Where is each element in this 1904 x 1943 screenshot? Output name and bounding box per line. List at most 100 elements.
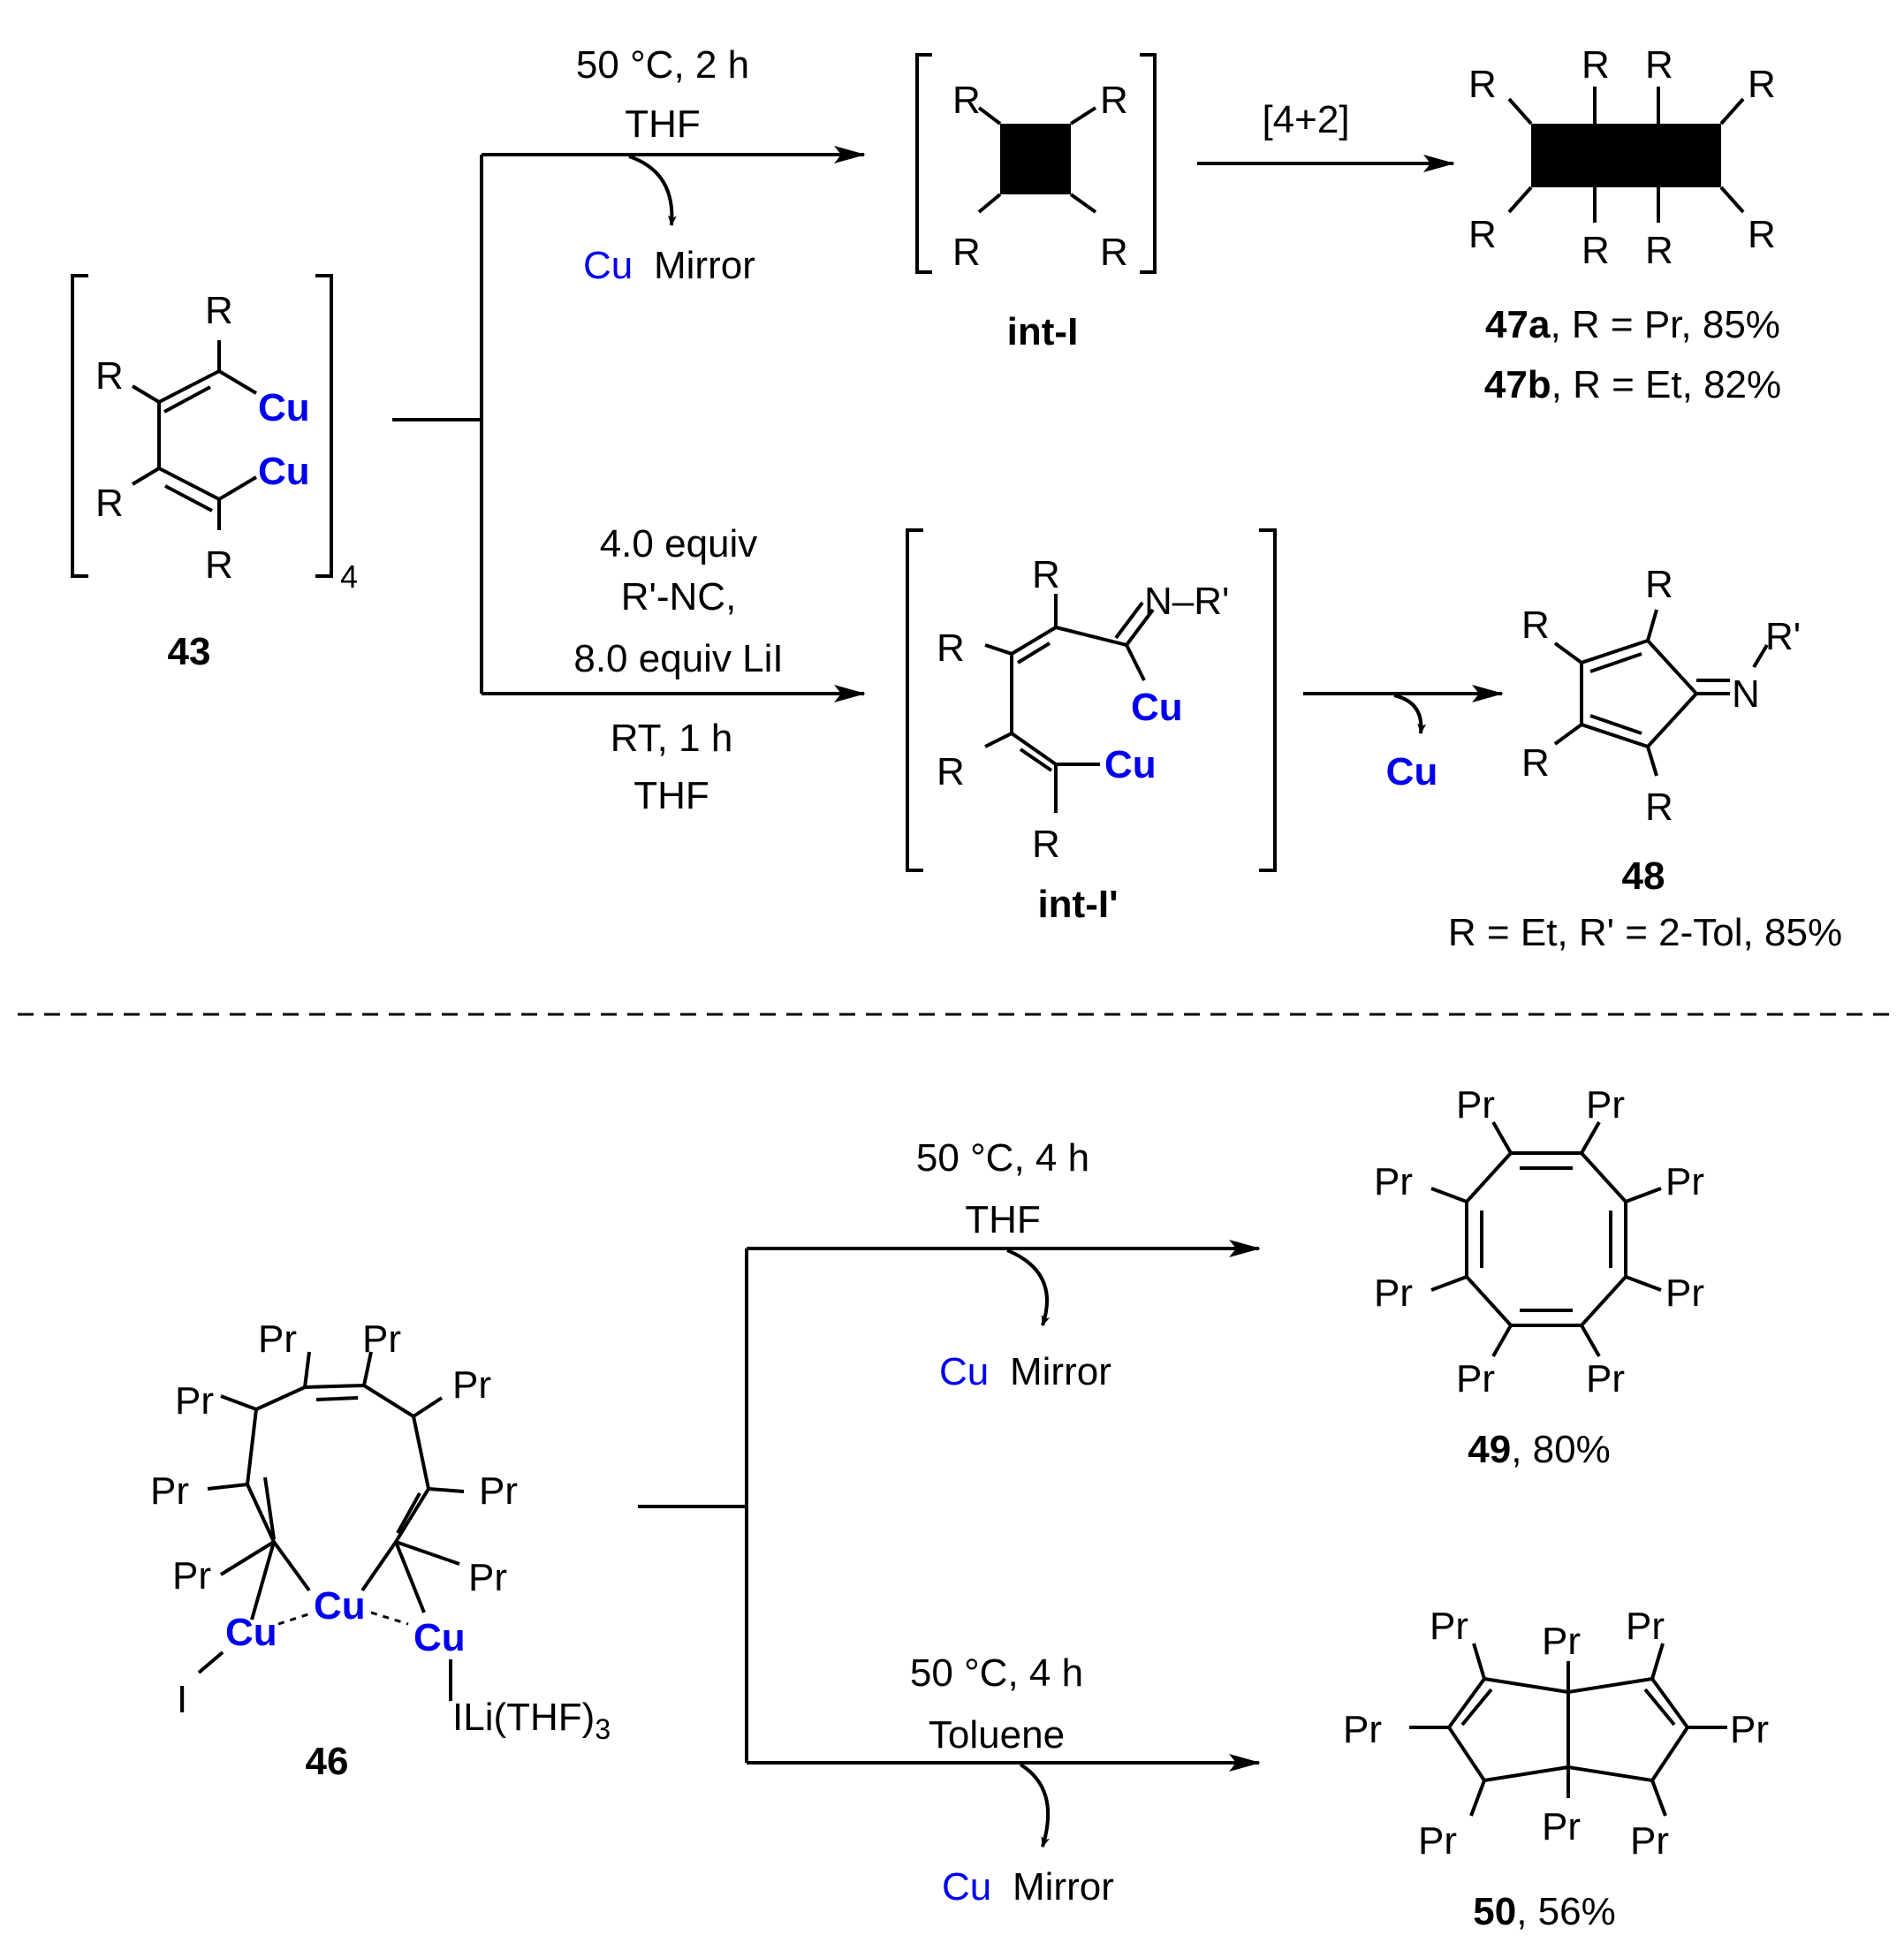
upper-condition-temp: 50 °C, 2 h (576, 43, 749, 87)
propyl-label: Pr (172, 1554, 211, 1598)
cu-atom: Cu (1104, 743, 1157, 786)
imine-nitrogen: N (1732, 672, 1760, 716)
cu-atom: Cu (314, 1584, 366, 1628)
yield-50: 50, 56% (1473, 1890, 1615, 1933)
r-label: R (1645, 43, 1673, 87)
r-label: R (205, 289, 233, 332)
compound-46-structure: Pr Pr Pr Pr Pr Pr Pr Pr Cu Cu Cu I ILi(T… (150, 1317, 611, 1745)
propyl-label: Pr (1542, 1620, 1581, 1663)
propyl-label: Pr (1456, 1083, 1495, 1127)
propyl-label: Pr (1456, 1357, 1495, 1400)
r-label: R (1582, 43, 1610, 87)
r-label: R (937, 626, 965, 670)
product-50-structure: Pr Pr Pr Pr Pr Pr Pr Pr (1343, 1605, 1769, 1863)
propyl-label: Pr (362, 1317, 401, 1361)
iodide-label: I (177, 1678, 187, 1721)
product-49-structure: Pr Pr Pr Pr Pr Pr Pr Pr (1374, 1083, 1704, 1400)
yield-47a: 47a, R = Pr, 85% (1485, 303, 1780, 346)
bottom-lower-condition-solvent: Toluene (929, 1713, 1065, 1757)
propyl-label: Pr (175, 1379, 214, 1423)
r-label: R (952, 79, 981, 122)
yield-47b: 47b, R = Et, 82% (1484, 363, 1781, 406)
r-prime-label: R' (1765, 615, 1801, 658)
cu-mirror-cu: Cu (583, 244, 633, 287)
r-label: R (1468, 63, 1497, 106)
cu-mirror-cu: Cu (939, 1350, 989, 1393)
int-I-prime-structure: R R R R N–R' Cu Cu (906, 528, 1277, 872)
lower-condition-lii: 8.0 equiv LiI (573, 637, 783, 680)
compound-label-43: 43 (168, 630, 211, 673)
intermediate-label-int-I: int-I (1007, 310, 1079, 353)
lower-condition-equiv: 4.0 equiv (600, 522, 758, 565)
cu-atom: Cu (258, 386, 310, 429)
cu-atom: Cu (225, 1611, 277, 1654)
bottom-lower-condition-temp: 50 °C, 4 h (910, 1651, 1083, 1695)
cu-atom: Cu (258, 450, 310, 493)
propyl-label: Pr (1586, 1357, 1625, 1400)
propyl-label: Pr (1430, 1605, 1468, 1648)
cu-atom: Cu (413, 1616, 466, 1659)
r-label: R (1032, 823, 1060, 866)
r-label: R (205, 543, 233, 587)
propyl-label: Pr (1586, 1083, 1625, 1127)
r-label: R (1748, 63, 1776, 106)
r-label: R (1468, 213, 1497, 256)
propyl-label: Pr (1542, 1805, 1581, 1848)
lower-condition-solvent: THF (633, 774, 709, 817)
propyl-label: Pr (468, 1556, 507, 1599)
product-47-structure: R R R R R R R R (1468, 43, 1776, 272)
propyl-label: Pr (1374, 1271, 1413, 1315)
propyl-label: Pr (1730, 1708, 1769, 1751)
cu-byproduct: Cu (1386, 750, 1438, 793)
r-label: R (1521, 603, 1550, 647)
r-label: R (1100, 79, 1128, 122)
int-I-structure: R R R R (915, 53, 1157, 274)
propyl-label: Pr (150, 1469, 189, 1513)
cu-mirror-word: Mirror (654, 244, 755, 287)
propyl-label: Pr (479, 1469, 518, 1513)
r-label: R (1645, 563, 1673, 606)
r-label: R (1521, 741, 1550, 785)
bottom-branch-arrows (638, 1240, 1261, 1848)
imine-nitrogen-substituent: N–R' (1144, 580, 1229, 623)
r-label: R (937, 750, 965, 793)
r-label: R (1748, 213, 1776, 256)
product-48-structure: R R R R N R' (1521, 563, 1801, 829)
r-label: R (1582, 229, 1610, 272)
lower-condition-temp: RT, 1 h (611, 717, 733, 760)
compound-label-48: 48 (1622, 854, 1665, 898)
r-label: R (95, 354, 124, 398)
cycloaddition-label: [4+2] (1262, 98, 1349, 141)
propyl-label: Pr (1665, 1160, 1704, 1203)
cu-atom: Cu (1131, 686, 1183, 729)
lower-condition-isocyanide: R'-NC, (621, 575, 737, 619)
r-label: R (95, 482, 124, 525)
compound-43-structure: R R R R Cu Cu 4 (71, 274, 358, 595)
r-label: R (1645, 786, 1673, 829)
propyl-label: Pr (452, 1363, 491, 1407)
bottom-upper-condition-solvent: THF (965, 1198, 1041, 1241)
cu-mirror-cu: Cu (942, 1865, 991, 1909)
r-label: R (1645, 229, 1673, 272)
cu-mirror-word: Mirror (1013, 1865, 1114, 1909)
propyl-label: Pr (1418, 1819, 1457, 1863)
propyl-label: Pr (258, 1317, 297, 1361)
propyl-label: Pr (1630, 1819, 1669, 1863)
intermediate-label-int-I-prime: int-I' (1037, 883, 1118, 926)
propyl-label: Pr (1374, 1160, 1413, 1203)
conditions-48: R = Et, R' = 2-Tol, 85% (1448, 911, 1842, 954)
bottom-upper-condition-temp: 50 °C, 4 h (916, 1136, 1089, 1180)
cu-mirror-word: Mirror (1010, 1350, 1111, 1393)
tetramer-subscript: 4 (340, 558, 358, 595)
r-label: R (952, 231, 981, 274)
yield-49: 49, 80% (1468, 1428, 1610, 1471)
top-branch-arrows (392, 146, 866, 702)
propyl-label: Pr (1343, 1708, 1382, 1751)
iodide-lithium-thf-label: ILi(THF)3 (452, 1696, 611, 1745)
propyl-label: Pr (1665, 1271, 1704, 1315)
cu-loss-arrow (1393, 694, 1427, 734)
r-label: R (1100, 231, 1128, 274)
upper-condition-solvent: THF (625, 102, 701, 146)
propyl-label: Pr (1626, 1605, 1665, 1648)
